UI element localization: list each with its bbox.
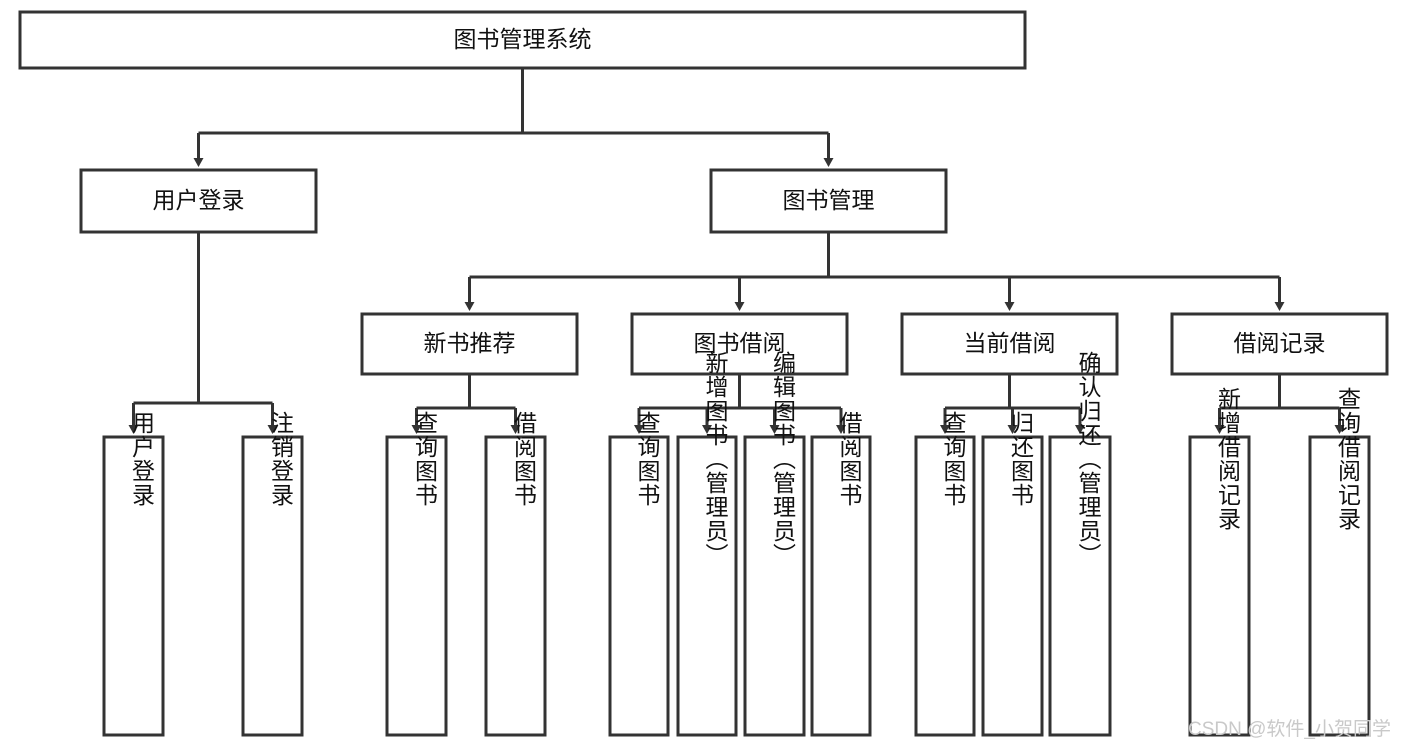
node-box bbox=[18, 10, 1027, 70]
node-box bbox=[360, 312, 579, 376]
node-box bbox=[1308, 435, 1371, 737]
node-root[interactable]: 图书管理系统 bbox=[18, 10, 1027, 70]
node-label: 用户登录 bbox=[129, 411, 156, 507]
node-label: 确认归还（管理员） bbox=[1075, 351, 1102, 567]
node-current[interactable]: 当前借阅 bbox=[900, 312, 1119, 376]
node-leaf-new-query[interactable]: 查询图书 bbox=[385, 411, 448, 737]
node-box bbox=[608, 435, 670, 737]
node-label: 用户登录 bbox=[153, 187, 245, 213]
node-label: 编辑图书（管理员） bbox=[770, 351, 797, 567]
node-leaf-new-borrow[interactable]: 借阅图书 bbox=[484, 411, 547, 737]
node-box bbox=[676, 435, 738, 737]
node-leaf-borrow-query[interactable]: 查询图书 bbox=[608, 411, 670, 737]
node-box bbox=[900, 312, 1119, 376]
node-box bbox=[709, 168, 948, 234]
node-label: 归还图书 bbox=[1008, 411, 1035, 507]
node-leaf-current-confirm[interactable]: 确认归还（管理员） bbox=[1048, 351, 1112, 737]
node-label: 查询图书 bbox=[412, 411, 439, 507]
node-label: 借阅图书 bbox=[836, 411, 863, 507]
node-leaf-borrow-add[interactable]: 新增图书（管理员） bbox=[676, 351, 738, 737]
node-label: 借阅记录 bbox=[1234, 330, 1326, 356]
node-leaf-borrow-edit[interactable]: 编辑图书（管理员） bbox=[743, 351, 806, 737]
node-label: 图书管理 bbox=[783, 187, 875, 213]
node-box bbox=[484, 435, 547, 737]
node-leaf-record-add[interactable]: 新增借阅记录 bbox=[1188, 387, 1251, 737]
node-records[interactable]: 借阅记录 bbox=[1170, 312, 1389, 376]
node-leaf-user-logout[interactable]: 注销登录 bbox=[241, 411, 304, 737]
node-box bbox=[241, 435, 304, 737]
node-label: 新书推荐 bbox=[424, 330, 516, 356]
node-bookmgmt[interactable]: 图书管理 bbox=[709, 168, 948, 234]
node-leaf-borrow-lend[interactable]: 借阅图书 bbox=[810, 411, 872, 737]
node-box bbox=[914, 435, 976, 737]
node-leaf-current-return[interactable]: 归还图书 bbox=[981, 411, 1044, 737]
node-box bbox=[981, 435, 1044, 737]
node-label: 查询图书 bbox=[634, 411, 661, 507]
watermark-label: CSDN @软件_小贺同学 bbox=[1188, 719, 1391, 740]
node-label: 借阅图书 bbox=[511, 411, 538, 507]
node-leaf-user-login[interactable]: 用户登录 bbox=[102, 411, 165, 737]
node-label: 查询图书 bbox=[940, 411, 967, 507]
node-label: 图书管理系统 bbox=[454, 26, 592, 52]
connector-layer bbox=[128, 68, 1345, 434]
node-label: 查询借阅记录 bbox=[1335, 387, 1362, 531]
node-label: 注销登录 bbox=[268, 411, 295, 507]
node-newbook[interactable]: 新书推荐 bbox=[360, 312, 579, 376]
node-label: 新增图书（管理员） bbox=[702, 351, 729, 567]
node-box bbox=[743, 435, 806, 737]
node-label: 新增借阅记录 bbox=[1215, 387, 1242, 531]
node-label: 图书借阅 bbox=[694, 330, 786, 356]
node-login[interactable]: 用户登录 bbox=[79, 168, 318, 234]
node-box bbox=[1188, 435, 1251, 737]
node-label: 当前借阅 bbox=[964, 330, 1056, 356]
node-box bbox=[630, 312, 849, 376]
node-borrow[interactable]: 图书借阅 bbox=[630, 312, 849, 376]
node-box bbox=[79, 168, 318, 234]
node-box bbox=[385, 435, 448, 737]
node-leaf-current-query[interactable]: 查询图书 bbox=[914, 411, 976, 737]
node-box bbox=[1170, 312, 1389, 376]
node-layer: 图书管理系统用户登录图书管理新书推荐图书借阅当前借阅借阅记录用户登录注销登录查询… bbox=[18, 10, 1389, 737]
node-leaf-record-query[interactable]: 查询借阅记录 bbox=[1308, 387, 1371, 737]
node-box bbox=[102, 435, 165, 737]
node-box bbox=[1048, 435, 1112, 737]
node-box bbox=[810, 435, 872, 737]
